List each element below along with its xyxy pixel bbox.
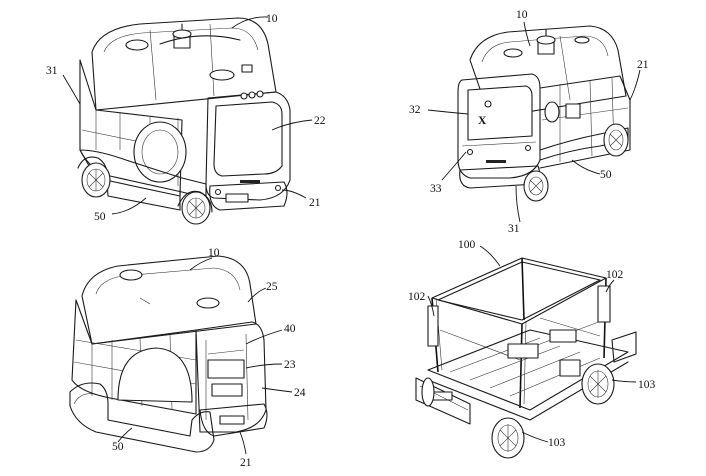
ref-label-50-bottom-left: 50 xyxy=(112,441,124,453)
ref-label-103-right-bottom-right: 103 xyxy=(638,379,656,391)
ref-label-50-top-left: 50 xyxy=(94,211,106,223)
ref-label-102-left-bottom-right: 102 xyxy=(408,291,426,303)
ref-label-31-top-left: 31 xyxy=(46,65,58,77)
ref-label-25-bottom-left: 25 xyxy=(266,281,278,293)
ref-label-23-bottom-left: 23 xyxy=(284,359,296,371)
ref-label-24-bottom-left: 24 xyxy=(294,387,306,399)
ref-label-22-top-left: 22 xyxy=(314,115,326,127)
ref-label-21-top-right: 21 xyxy=(637,59,649,71)
ref-label-32-top-right: 32 xyxy=(409,104,421,116)
ref-label-102-right-bottom-right: 102 xyxy=(606,269,624,281)
ref-label-21-bottom-left: 21 xyxy=(240,457,252,469)
figure-bottom-left-vehicle xyxy=(69,255,293,455)
ref-label-103-bottom-bottom-right: 103 xyxy=(548,437,566,449)
ref-label-31-top-right: 31 xyxy=(508,223,520,235)
figure-top-right-vehicle: X xyxy=(427,21,641,223)
ref-label-100-bottom-right: 100 xyxy=(458,239,476,251)
ref-label-33-top-right: 33 xyxy=(430,183,442,195)
figure-top-left-vehicle xyxy=(62,16,313,225)
figure-bottom-right-chassis xyxy=(415,245,637,459)
ref-label-50-top-right: 50 xyxy=(600,169,612,181)
ref-label-21-top-left: 21 xyxy=(309,197,321,209)
ref-label-10-top-left: 10 xyxy=(266,13,278,25)
ref-label-10-top-right: 10 xyxy=(516,9,528,21)
ref-label-40-bottom-left: 40 xyxy=(284,323,296,335)
ref-label-10-bottom-left: 10 xyxy=(208,247,220,259)
svg-text:X: X xyxy=(478,115,487,127)
